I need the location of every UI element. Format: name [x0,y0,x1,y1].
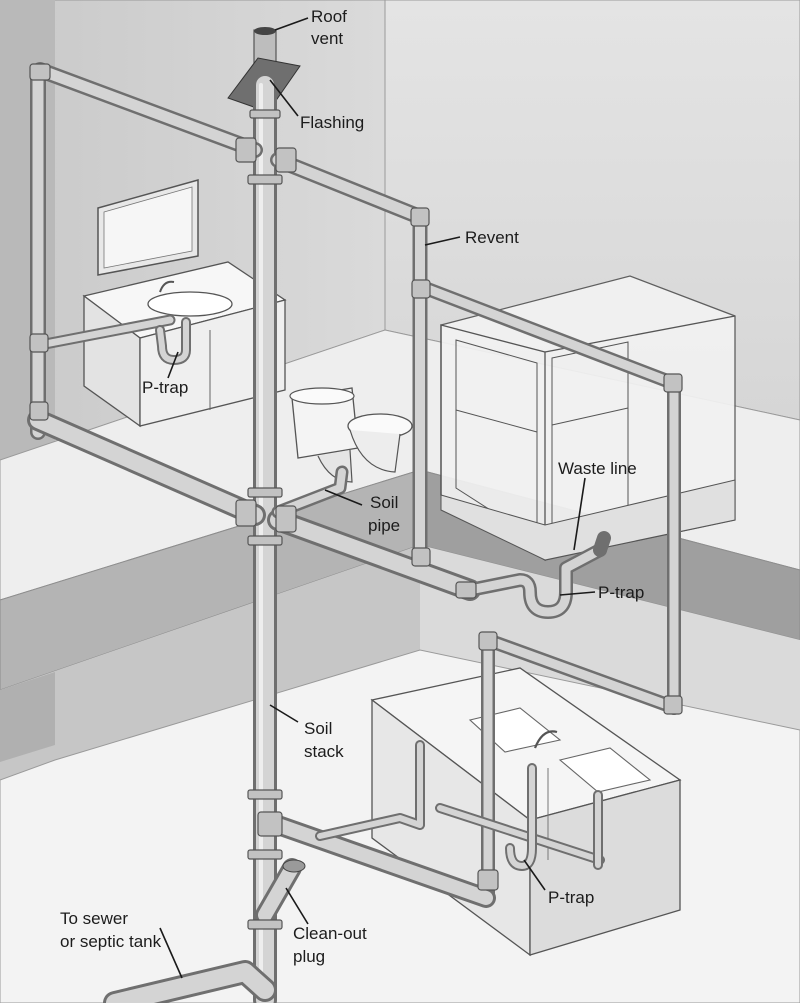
label-cleanout-2: plug [293,947,325,966]
label-flashing: Flashing [300,113,364,132]
label-soil-stack-2: stack [304,742,344,761]
label-roof-vent-1: Roof [311,7,347,26]
label-p-trap-sink: P-trap [142,378,188,397]
bathroom-mirror [97,179,199,276]
lower-left-wall [0,545,420,780]
label-sewer-1: To sewer [60,909,128,928]
label-p-trap-tub: P-trap [598,583,644,602]
toilet [289,387,413,483]
callout-labels: Roof vent Flashing Revent P-trap Waste l… [60,7,644,966]
label-roof-vent-2: vent [311,29,343,48]
label-soil-pipe-1: Soil [370,493,398,512]
label-soil-stack-1: Soil [304,719,332,738]
leader-lines [159,17,596,979]
label-p-trap-kitchen: P-trap [548,888,594,907]
piping [27,27,683,1003]
lower-wall-box [0,672,55,762]
label-soil-pipe-2: pipe [368,516,400,535]
label-revent: Revent [465,228,519,247]
tub-shower [440,275,736,562]
pipe-fittings [29,63,683,930]
lower-back-wall [420,545,800,730]
label-cleanout-1: Clean-out [293,924,367,943]
label-waste-line: Waste line [558,459,637,478]
label-sewer-2: or septic tank [60,932,162,951]
